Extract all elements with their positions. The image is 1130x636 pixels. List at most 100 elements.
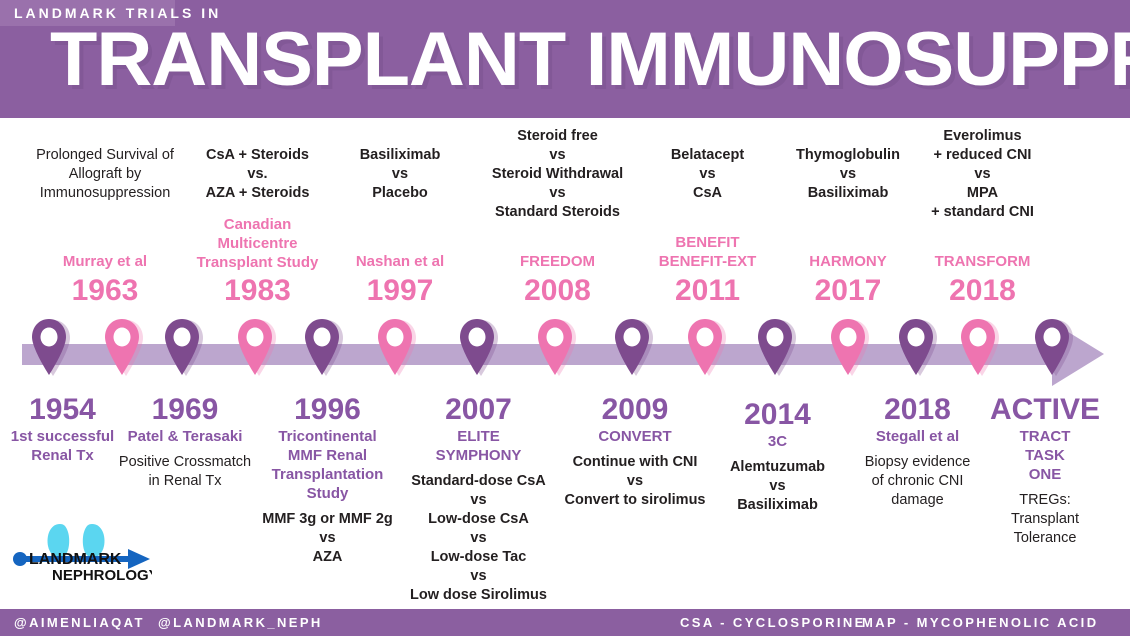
top-entry-7-desc-line-5: + standard CNI	[931, 204, 1034, 220]
top-entry-7-trial-line-1: TRANSFORM	[934, 253, 1031, 270]
timeline-pin-6	[374, 318, 416, 378]
top-entry-3-desc-line-2: vs	[391, 166, 409, 182]
map-pin-icon	[758, 319, 796, 376]
svg-text:LANDMARK: LANDMARK	[29, 551, 122, 568]
top-entry-2-trial-line-2: Multicentre	[217, 235, 298, 252]
bottom-entry-8-desc-line-3: Tolerance	[1013, 530, 1077, 546]
bottom-entry-5-year: 2009	[601, 393, 669, 426]
timeline-pin-11	[754, 318, 796, 378]
bottom-entry-5-desc-line-3: Convert to sirolimus	[564, 492, 706, 508]
map-pin-icon	[899, 319, 937, 376]
timeline-pin-9	[611, 318, 653, 378]
top-entry-6-year: 2017	[814, 274, 882, 307]
bottom-entry-4-desc-line-2: vs	[470, 492, 487, 508]
top-entry-1-desc-line-2: Allograft by	[68, 166, 142, 182]
bottom-entry-5-desc-line-2: vs	[626, 473, 644, 489]
map-pin-icon	[688, 319, 726, 376]
map-pin-icon	[305, 319, 343, 376]
bottom-entry-2-trial-line-1: Patel & Terasaki	[127, 428, 243, 445]
top-entry-1-description: Prolonged Survival of Allograft by Immunos…	[10, 146, 200, 203]
top-entry-4-desc-line-3: Steroid Withdrawal	[491, 166, 624, 182]
bottom-entry-3-trial-line-2: MMF Renal	[287, 447, 368, 464]
top-entry-2-desc-line-1: CsA + Steroids	[205, 147, 309, 163]
bottom-entry-7-year: 2018	[884, 393, 951, 426]
landmark-nephrology-logo: LANDMARK NEPHROLOGY	[12, 516, 159, 584]
map-pin-icon	[32, 319, 70, 376]
bottom-entry-3-desc-line-2: vs	[319, 530, 336, 546]
top-entry-5-desc-line-3: CsA	[692, 185, 722, 201]
bottom-entry-3-year: 1996	[294, 393, 361, 426]
top-entry-4-desc-line-2: vs	[549, 147, 566, 163]
bottom-entry-6-trial-line-1: 3C	[767, 433, 788, 450]
timeline-pin-8	[534, 318, 576, 378]
top-entry-5-trial-line-2: BENEFIT-EXT	[658, 253, 757, 270]
timeline-pin-3	[161, 318, 203, 378]
logo-icon: LANDMARK NEPHROLOGY	[13, 524, 159, 584]
bottom-entry-8-year: ACTIVE	[989, 393, 1100, 426]
top-entry-3-year: 1997	[366, 274, 434, 307]
bottom-entry-7-desc-line-1: Biopsy evidence	[864, 454, 971, 470]
footer-handle-aimenliaqat[interactable]: @AIMENLIAQAT	[14, 615, 145, 630]
kicker-band	[0, 0, 175, 26]
page-title: TRANSPLANT IMMUNOSUPPRESSION	[50, 17, 1130, 102]
top-entry-5-year: 2011	[674, 274, 741, 307]
bottom-entry-3-trial-line-4: Study	[306, 485, 349, 502]
timeline-pin-10	[684, 318, 726, 378]
footer-handle-landmark-neph[interactable]: @LANDMARK_NEPH	[158, 615, 323, 630]
bottom-entry-8-desc-line-1: TREGs:	[1019, 492, 1071, 508]
bottom-entry-3-desc-line-3: AZA	[312, 549, 343, 565]
bottom-entry-4-year: 2007	[445, 393, 512, 426]
top-entry-7-trial-name: TRANSFORM	[900, 252, 1065, 271]
bottom-entry-4-desc-line-6: vs	[470, 568, 487, 584]
map-pin-icon	[615, 319, 653, 376]
map-pin-icon	[538, 319, 576, 376]
top-entry-1-trial-line-1: Murray et al	[62, 253, 148, 270]
top-entry-3-trial-line-1: Nashan et al	[355, 253, 445, 270]
map-pin-icon	[831, 319, 869, 376]
bottom-entry-3-trial-line-3: Transplantation	[271, 466, 384, 483]
top-entry-2-trial-line-1: Canadian	[223, 216, 292, 233]
timeline-pin-2	[101, 318, 143, 378]
bottom-entry-2-year: 1969	[151, 393, 219, 426]
bottom-entry-4-desc-line-5: Low-dose Tac	[430, 549, 527, 565]
map-pin-icon	[1035, 319, 1073, 376]
bottom-entry-7-desc-line-3: damage	[891, 492, 944, 508]
timeline-pin-7	[456, 318, 498, 378]
top-entry-7-desc-line-1: Everolimus	[943, 128, 1022, 144]
top-entry-5-desc-line-1: Belatacept	[670, 147, 745, 163]
timeline-pin-15	[1031, 318, 1073, 378]
footer-abbrev-csa: CSA - CYCLOSPORINE	[680, 615, 866, 630]
bottom-entry-1-trial-line-2: Renal Tx	[31, 447, 94, 464]
top-entry-7-desc-line-3: vs	[974, 166, 991, 182]
top-entry-1-desc-line-3: Immunosuppression	[39, 185, 171, 201]
top-entry-7-desc-line-4: MPA	[966, 185, 999, 201]
top-entry-1-desc-line-1: Prolonged Survival of	[36, 147, 174, 163]
bottom-entry-8-trial-line-3: ONE	[1028, 466, 1062, 483]
bottom-entry-2-desc-line-2: in Renal Tx	[148, 473, 222, 489]
bottom-entry-7-trial-line-1: Stegall et al	[875, 428, 960, 445]
timeline-pin-4	[234, 318, 276, 378]
top-entry-6-desc-line-2: vs	[839, 166, 857, 182]
top-entry-4-trial-name: FREEDOM	[455, 252, 660, 271]
timeline-pin-1	[28, 318, 70, 378]
top-entry-6-trial-line-1: HARMONY	[809, 253, 887, 270]
bottom-entry-4-trial-line-1: ELITE	[457, 428, 500, 445]
top-entry-3-desc-line-3: Placebo	[372, 185, 428, 201]
top-entry-1-trial-name: Murray et al	[10, 252, 200, 271]
bottom-entry-1-trial-line-1: 1st successful	[10, 428, 115, 445]
top-entry-7-desc-line-2: + reduced CNI	[933, 147, 1032, 163]
bottom-entry-6-desc-line-3: Basiliximab	[737, 497, 818, 513]
